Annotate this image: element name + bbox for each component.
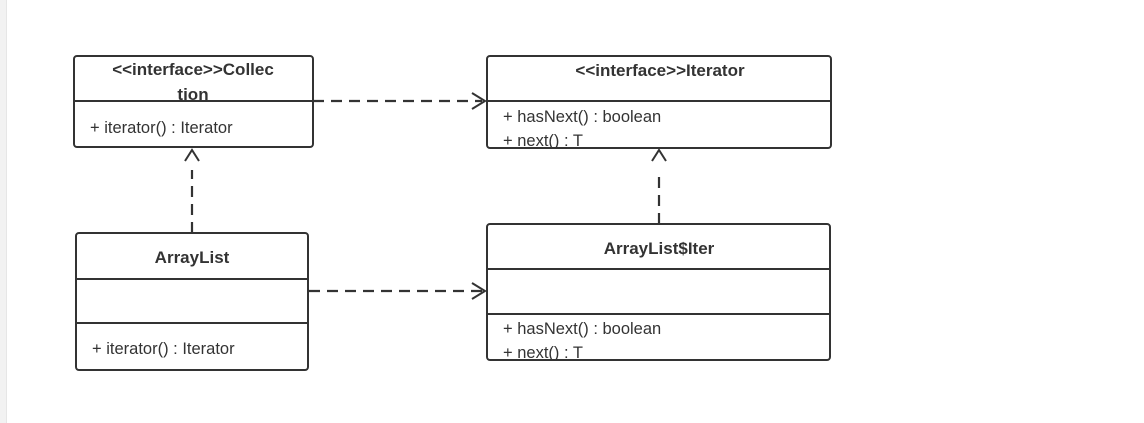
hollow-arrowhead-icon bbox=[184, 148, 200, 162]
class-box-collection[interactable]: <<interface>>Collec tion + iterator() : … bbox=[73, 55, 314, 148]
arraylist-iter-method: + next() : T bbox=[503, 344, 583, 362]
dependency-arraylist-to-arraylist-iter bbox=[309, 282, 487, 300]
realization-arraylist-iter-to-iterator bbox=[651, 148, 667, 224]
iterator-method: + hasNext() : boolean bbox=[503, 108, 661, 126]
hollow-arrowhead-icon bbox=[651, 148, 667, 162]
collection-method: + iterator() : Iterator bbox=[90, 119, 233, 137]
class-box-iterator[interactable]: <<interface>>Iterator + hasNext() : bool… bbox=[486, 55, 832, 150]
open-arrowhead-icon bbox=[471, 282, 487, 300]
class-box-arraylist[interactable]: ArrayList + iterator() : Iterator bbox=[75, 232, 309, 371]
page-left-border bbox=[0, 0, 7, 423]
open-arrowhead-icon bbox=[471, 92, 487, 110]
arraylist-iter-title: ArrayList$Iter bbox=[604, 239, 715, 258]
class-box-arraylist-iter[interactable]: ArrayList$Iter + hasNext() : boolean + n… bbox=[486, 223, 831, 362]
arraylist-iter-method: + hasNext() : boolean bbox=[503, 320, 661, 338]
iterator-title: <<interface>>Iterator bbox=[575, 61, 745, 80]
class-box-border bbox=[486, 223, 831, 361]
collection-title-line-1: <<interface>>Collec bbox=[112, 60, 274, 79]
arraylist-title: ArrayList bbox=[155, 248, 230, 267]
arraylist-method: + iterator() : Iterator bbox=[92, 340, 235, 358]
dependency-collection-to-iterator bbox=[313, 92, 487, 110]
collection-title-line-2: tion bbox=[177, 85, 208, 104]
realization-arraylist-to-collection bbox=[184, 148, 200, 233]
class-box-border bbox=[75, 232, 309, 371]
iterator-method: + next() : T bbox=[503, 132, 583, 150]
